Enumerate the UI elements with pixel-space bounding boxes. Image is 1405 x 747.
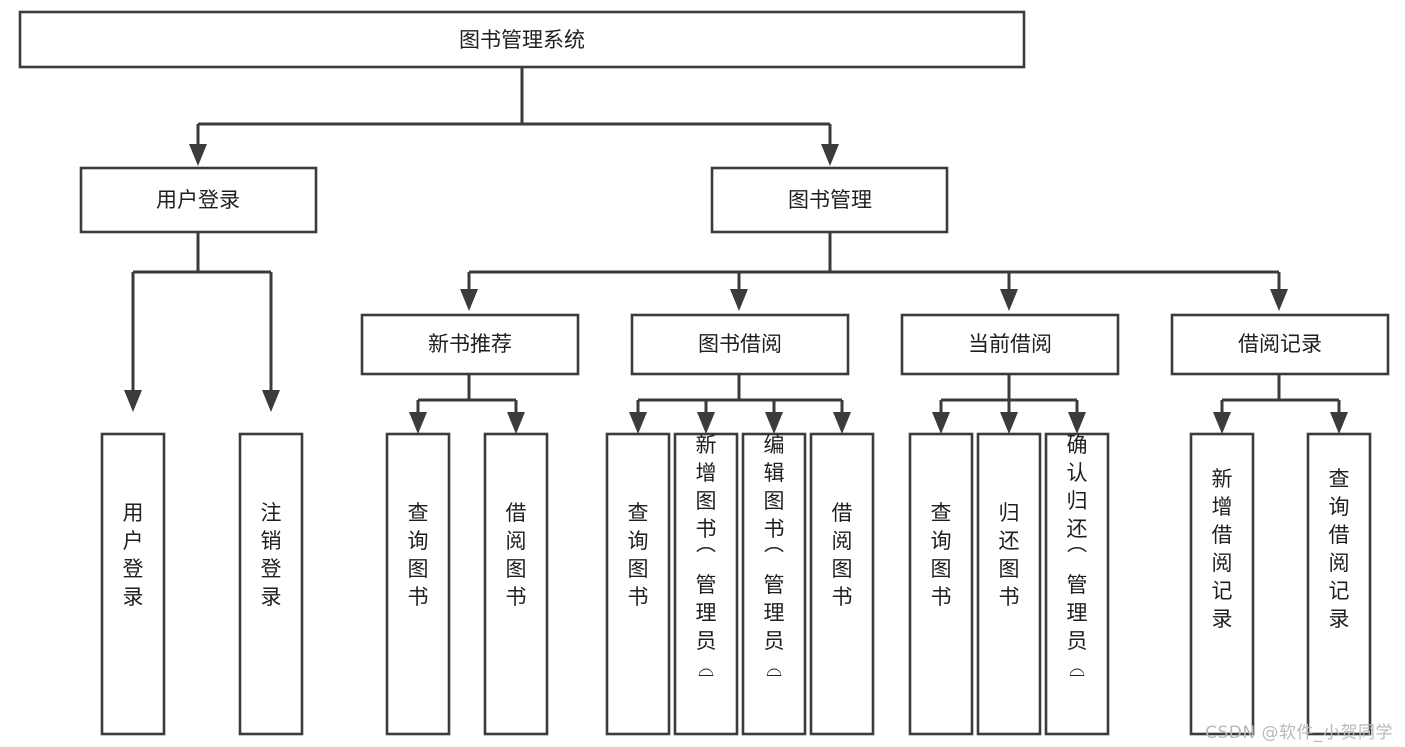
leaf-confirm-return-label: 确认归还⌒管理员⌓ bbox=[1067, 433, 1088, 681]
new-book-rec-box[interactable] bbox=[360, 313, 580, 376]
node-book-borrow[interactable]: 图书借阅 bbox=[630, 313, 850, 376]
root-box[interactable] bbox=[18, 10, 1026, 69]
arrow-to-leaf-user-logout bbox=[262, 390, 280, 412]
current-borrow-box[interactable] bbox=[900, 313, 1120, 376]
node-leaf-user-logout[interactable]: 注销登录 bbox=[238, 432, 304, 736]
node-leaf-add-record[interactable]: 新增借阅记录 bbox=[1189, 432, 1255, 736]
leaf-user-login-label: 用户登录 bbox=[123, 501, 144, 609]
arrow-to-leaf-confirm-return bbox=[1068, 412, 1086, 434]
node-leaf-query-record[interactable]: 查询借阅记录 bbox=[1306, 432, 1372, 736]
leaf-user-logout-label: 注销登录 bbox=[261, 501, 282, 609]
arrow-to-leaf-borrow-book-2 bbox=[833, 412, 851, 434]
leaf-add-record-label: 新增借阅记录 bbox=[1212, 467, 1233, 631]
connector-book-borrow-to-leaves bbox=[629, 374, 851, 434]
arrow-to-leaf-query-book-3 bbox=[932, 412, 950, 434]
leaf-return-book-box[interactable] bbox=[976, 432, 1042, 736]
leaf-edit-book-box[interactable] bbox=[741, 432, 807, 736]
leaf-edit-book-label: 编辑图书⌒管理员⌓ bbox=[764, 433, 785, 681]
arrow-to-leaf-user-login bbox=[124, 390, 142, 412]
connectors-layer bbox=[124, 67, 1348, 434]
arrow-to-leaf-query-book-2 bbox=[629, 412, 647, 434]
node-book-manage[interactable]: 图书管理 bbox=[710, 166, 949, 234]
arrow-to-user-login bbox=[189, 144, 207, 166]
leaf-borrow-book-2-box[interactable] bbox=[809, 432, 875, 736]
node-leaf-query-book-2[interactable]: 查询图书 bbox=[605, 432, 671, 736]
node-leaf-query-book-1[interactable]: 查询图书 bbox=[385, 432, 451, 736]
node-leaf-add-book[interactable]: 新增图书⌒管理员⌓ bbox=[673, 432, 739, 736]
arrow-to-book-manage bbox=[821, 144, 839, 166]
new-book-rec-label: 新书推荐 bbox=[428, 332, 512, 356]
node-new-book-rec[interactable]: 新书推荐 bbox=[360, 313, 580, 376]
borrow-record-label: 借阅记录 bbox=[1238, 332, 1322, 356]
leaf-query-book-3-label: 查询图书 bbox=[931, 501, 952, 609]
current-borrow-label: 当前借阅 bbox=[968, 332, 1052, 356]
node-leaf-edit-book[interactable]: 编辑图书⌒管理员⌓ bbox=[741, 432, 807, 736]
leaf-user-login-box[interactable] bbox=[100, 432, 166, 736]
connector-root-to-level2 bbox=[189, 67, 839, 166]
node-leaf-borrow-book-1[interactable]: 借阅图书 bbox=[483, 432, 549, 736]
leaf-query-book-2-box[interactable] bbox=[605, 432, 671, 736]
connector-new-book-rec-to-leaves bbox=[409, 374, 525, 434]
arrow-to-leaf-query-book-1 bbox=[409, 412, 427, 434]
arrow-to-book-borrow bbox=[730, 289, 748, 311]
arrow-to-leaf-query-record bbox=[1330, 412, 1348, 434]
leaf-add-record-box[interactable] bbox=[1189, 432, 1255, 736]
root-label: 图书管理系统 bbox=[459, 28, 585, 52]
connector-user-login-to-leaves bbox=[124, 232, 280, 412]
leaf-query-record-label: 查询借阅记录 bbox=[1329, 467, 1350, 631]
node-root[interactable]: 图书管理系统 bbox=[18, 10, 1026, 69]
book-borrow-box[interactable] bbox=[630, 313, 850, 376]
borrow-record-box[interactable] bbox=[1170, 313, 1390, 376]
leaf-user-logout-box[interactable] bbox=[238, 432, 304, 736]
arrow-to-current-borrow bbox=[1000, 289, 1018, 311]
book-manage-label: 图书管理 bbox=[788, 188, 872, 212]
node-leaf-confirm-return[interactable]: 确认归还⌒管理员⌓ bbox=[1044, 432, 1110, 736]
node-leaf-return-book[interactable]: 归还图书 bbox=[976, 432, 1042, 736]
leaf-query-book-3-box[interactable] bbox=[908, 432, 974, 736]
book-borrow-label: 图书借阅 bbox=[698, 332, 782, 356]
arrow-to-leaf-edit-book bbox=[765, 412, 783, 434]
leaf-add-book-label: 新增图书⌒管理员⌓ bbox=[696, 433, 717, 681]
leaf-borrow-book-2-label: 借阅图书 bbox=[832, 501, 853, 609]
leaf-query-book-2-label: 查询图书 bbox=[628, 501, 649, 609]
leaf-query-book-1-box[interactable] bbox=[385, 432, 451, 736]
node-user-login[interactable]: 用户登录 bbox=[79, 166, 318, 234]
connector-book-manage-to-level3 bbox=[460, 232, 1288, 311]
node-leaf-query-book-3[interactable]: 查询图书 bbox=[908, 432, 974, 736]
arrow-to-new-book-rec bbox=[460, 289, 478, 311]
leaf-confirm-return-box[interactable] bbox=[1044, 432, 1110, 736]
leaf-query-record-box[interactable] bbox=[1306, 432, 1372, 736]
arrow-to-leaf-return-book bbox=[1000, 412, 1018, 434]
leaf-borrow-book-1-box[interactable] bbox=[483, 432, 549, 736]
user-login-box[interactable] bbox=[79, 166, 318, 234]
node-leaf-user-login[interactable]: 用户登录 bbox=[100, 432, 166, 736]
connector-current-borrow-to-leaves bbox=[932, 374, 1086, 434]
node-current-borrow[interactable]: 当前借阅 bbox=[900, 313, 1120, 376]
user-login-label: 用户登录 bbox=[156, 188, 240, 212]
connector-borrow-record-to-leaves bbox=[1213, 374, 1348, 434]
node-leaf-borrow-book-2[interactable]: 借阅图书 bbox=[809, 432, 875, 736]
book-manage-box[interactable] bbox=[710, 166, 949, 234]
leaf-add-book-box[interactable] bbox=[673, 432, 739, 736]
leaf-borrow-book-1-label: 借阅图书 bbox=[506, 501, 527, 609]
node-borrow-record[interactable]: 借阅记录 bbox=[1170, 313, 1390, 376]
arrow-to-borrow-record bbox=[1270, 289, 1288, 311]
leaf-query-book-1-label: 查询图书 bbox=[408, 501, 429, 609]
leaf-return-book-label: 归还图书 bbox=[999, 501, 1020, 609]
arrow-to-leaf-add-record bbox=[1213, 412, 1231, 434]
arrow-to-leaf-add-book bbox=[697, 412, 715, 434]
csdn-watermark: CSDN @软件_小贺同学 bbox=[1205, 723, 1393, 743]
arrow-to-leaf-borrow-book-1 bbox=[507, 412, 525, 434]
